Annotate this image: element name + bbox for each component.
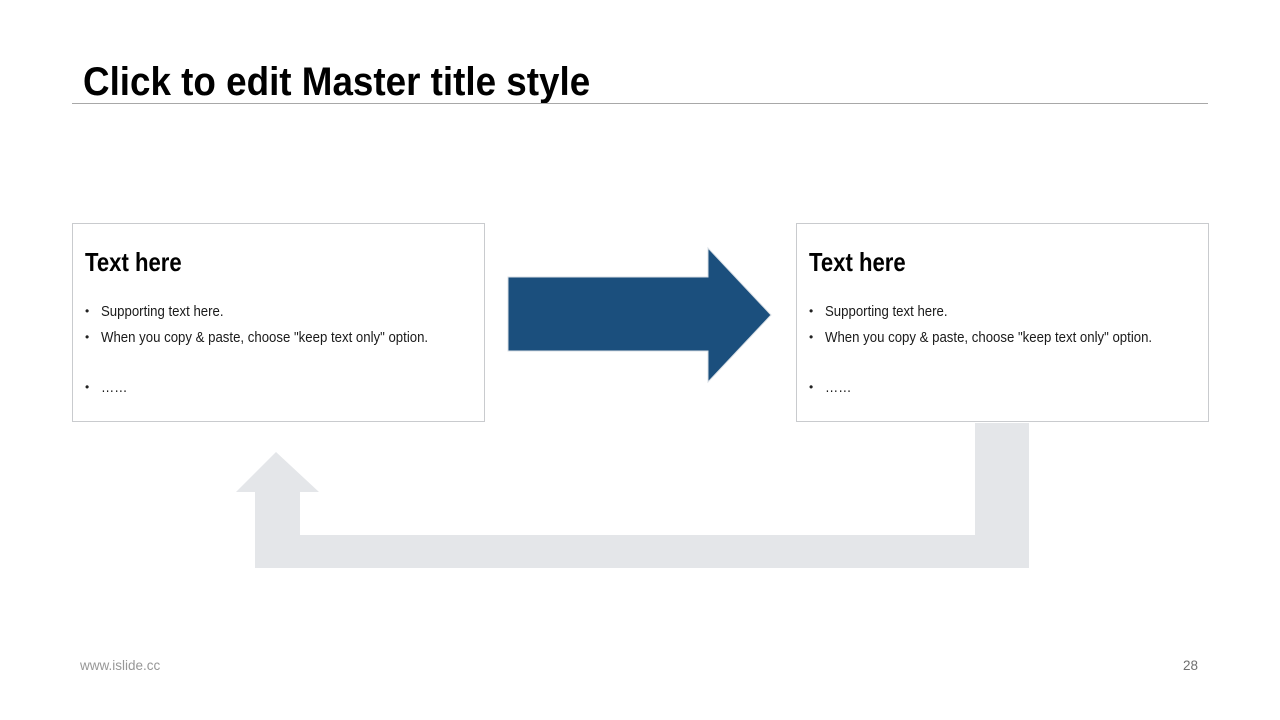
list-item: • When you copy & paste, choose "keep te… bbox=[809, 329, 1194, 346]
bullet-text: When you copy & paste, choose "keep text… bbox=[825, 329, 1153, 346]
page-number: 28 bbox=[1182, 658, 1198, 673]
bullet-text: …… bbox=[101, 379, 128, 396]
bullet-marker: • bbox=[85, 304, 90, 318]
bullet-text: …… bbox=[825, 379, 852, 396]
bullet-text: Supporting text here. bbox=[825, 303, 948, 320]
card-right-heading-text: Text here bbox=[809, 247, 906, 277]
list-item: • Supporting text here. bbox=[809, 303, 1194, 320]
card-left-heading: Text here bbox=[85, 247, 470, 277]
list-item: • Supporting text here. bbox=[85, 303, 470, 320]
bullet-text: When you copy & paste, choose "keep text… bbox=[101, 329, 429, 346]
card-left-heading-text: Text here bbox=[85, 247, 182, 277]
list-item: • …… bbox=[809, 379, 1194, 396]
text-card-right: Text here • Supporting text here. • When… bbox=[796, 223, 1209, 422]
title-underline bbox=[72, 103, 1208, 104]
card-right-heading: Text here bbox=[809, 247, 1194, 277]
bullet-text: Supporting text here. bbox=[101, 303, 224, 320]
card-left-bullet-list: • Supporting text here. • When you copy … bbox=[85, 303, 470, 396]
bullet-marker: • bbox=[85, 380, 90, 394]
bullet-marker: • bbox=[809, 304, 814, 318]
slide-title: Click to edit Master title style bbox=[83, 61, 634, 103]
bullet-marker: • bbox=[85, 330, 90, 344]
list-item: • When you copy & paste, choose "keep te… bbox=[85, 329, 470, 346]
text-card-left: Text here • Supporting text here. • When… bbox=[72, 223, 485, 422]
list-item: • …… bbox=[85, 379, 470, 396]
footer-website: www.islide.cc bbox=[80, 658, 161, 673]
bullet-marker: • bbox=[809, 380, 814, 394]
right-arrow-icon bbox=[507, 246, 772, 384]
bullet-marker: • bbox=[809, 330, 814, 344]
u-turn-up-arrow-icon bbox=[236, 423, 1029, 568]
card-right-bullet-list: • Supporting text here. • When you copy … bbox=[809, 303, 1194, 396]
slide-title-text: Click to edit Master title style bbox=[83, 60, 591, 104]
